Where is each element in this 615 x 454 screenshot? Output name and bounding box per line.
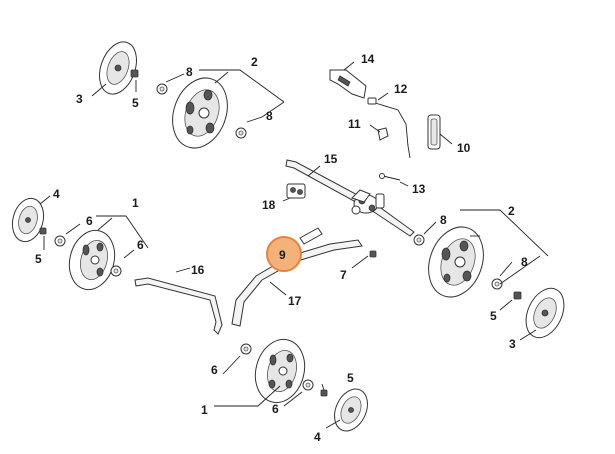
screw-rear-right[interactable] (513, 291, 522, 300)
label-8[interactable]: 8 (186, 65, 193, 79)
label-4[interactable]: 4 (314, 430, 321, 444)
axle-rear[interactable] (285, 159, 415, 237)
label-16[interactable]: 16 (191, 263, 205, 277)
rivet-7[interactable] (369, 250, 377, 258)
label-4[interactable]: 4 (53, 187, 60, 201)
leader-lines (39, 61, 549, 429)
bearing-upper-left-inner[interactable] (235, 127, 247, 139)
bearing-lower-left-inner[interactable] (110, 265, 122, 277)
label-6[interactable]: 6 (86, 214, 93, 228)
wheel-lower-left[interactable] (63, 225, 121, 294)
axle-front[interactable] (134, 277, 223, 335)
label-2[interactable]: 2 (251, 55, 258, 69)
label-8[interactable]: 8 (521, 255, 528, 269)
highlighted-part-9[interactable] (299, 227, 323, 245)
label-12[interactable]: 12 (394, 82, 408, 96)
highlight-marker (266, 236, 302, 272)
grip[interactable] (427, 114, 441, 150)
hubcap-lower-front[interactable] (328, 384, 374, 437)
label-18[interactable]: 18 (262, 198, 276, 212)
bearing-lower-front-outer[interactable] (302, 379, 314, 391)
label-14[interactable]: 14 (361, 52, 375, 66)
label-17[interactable]: 17 (288, 294, 302, 308)
label-6[interactable]: 6 (272, 402, 279, 416)
label-7[interactable]: 7 (340, 268, 347, 282)
wheel-upper-left[interactable] (163, 70, 236, 155)
pin[interactable] (379, 173, 401, 181)
screw-upper-left[interactable] (130, 69, 139, 78)
label-11[interactable]: 11 (348, 117, 361, 131)
label-10[interactable]: 10 (457, 141, 471, 155)
screw-lower-left[interactable] (39, 227, 47, 235)
clip[interactable] (377, 127, 389, 141)
hubcap-lower-left[interactable] (8, 195, 48, 245)
label-6[interactable]: 6 (211, 363, 218, 377)
label-1[interactable]: 1 (132, 196, 139, 210)
label-5[interactable]: 5 (35, 252, 42, 266)
bearing-upper-left-outer[interactable] (156, 83, 168, 95)
fastener-kit[interactable] (286, 183, 306, 199)
wheel-rear-right[interactable] (419, 219, 492, 304)
lever-bracket[interactable] (329, 69, 367, 99)
label-1[interactable]: 1 (201, 403, 208, 417)
label-15[interactable]: 15 (324, 152, 338, 166)
adjustment-rod[interactable] (367, 97, 411, 159)
label-8[interactable]: 8 (266, 109, 273, 123)
label-3[interactable]: 3 (76, 92, 83, 106)
label-6[interactable]: 6 (137, 238, 144, 252)
label-5[interactable]: 5 (490, 309, 497, 323)
label-9[interactable]: 9 (279, 248, 286, 262)
wheel-lower-front[interactable] (249, 334, 312, 408)
hubcap-rear-right[interactable] (519, 282, 572, 343)
bearing-lower-left-outer[interactable] (54, 235, 66, 247)
label-5[interactable]: 5 (132, 96, 139, 110)
bearing-lower-front-inner[interactable] (240, 343, 252, 355)
bearing-rear-right-inner[interactable] (413, 234, 425, 246)
callout-labels: 3 5 8 2 8 4 1 6 6 5 16 6 1 6 5 4 14 12 1… (35, 52, 528, 444)
label-3[interactable]: 3 (509, 337, 516, 351)
screw-lower-front[interactable] (320, 389, 328, 397)
bearing-rear-right-outer[interactable] (491, 278, 503, 290)
label-13[interactable]: 13 (412, 182, 426, 196)
label-2[interactable]: 2 (508, 204, 515, 218)
label-8[interactable]: 8 (440, 213, 447, 227)
label-5[interactable]: 5 (347, 371, 354, 385)
hubcap-upper-left[interactable] (93, 37, 143, 99)
